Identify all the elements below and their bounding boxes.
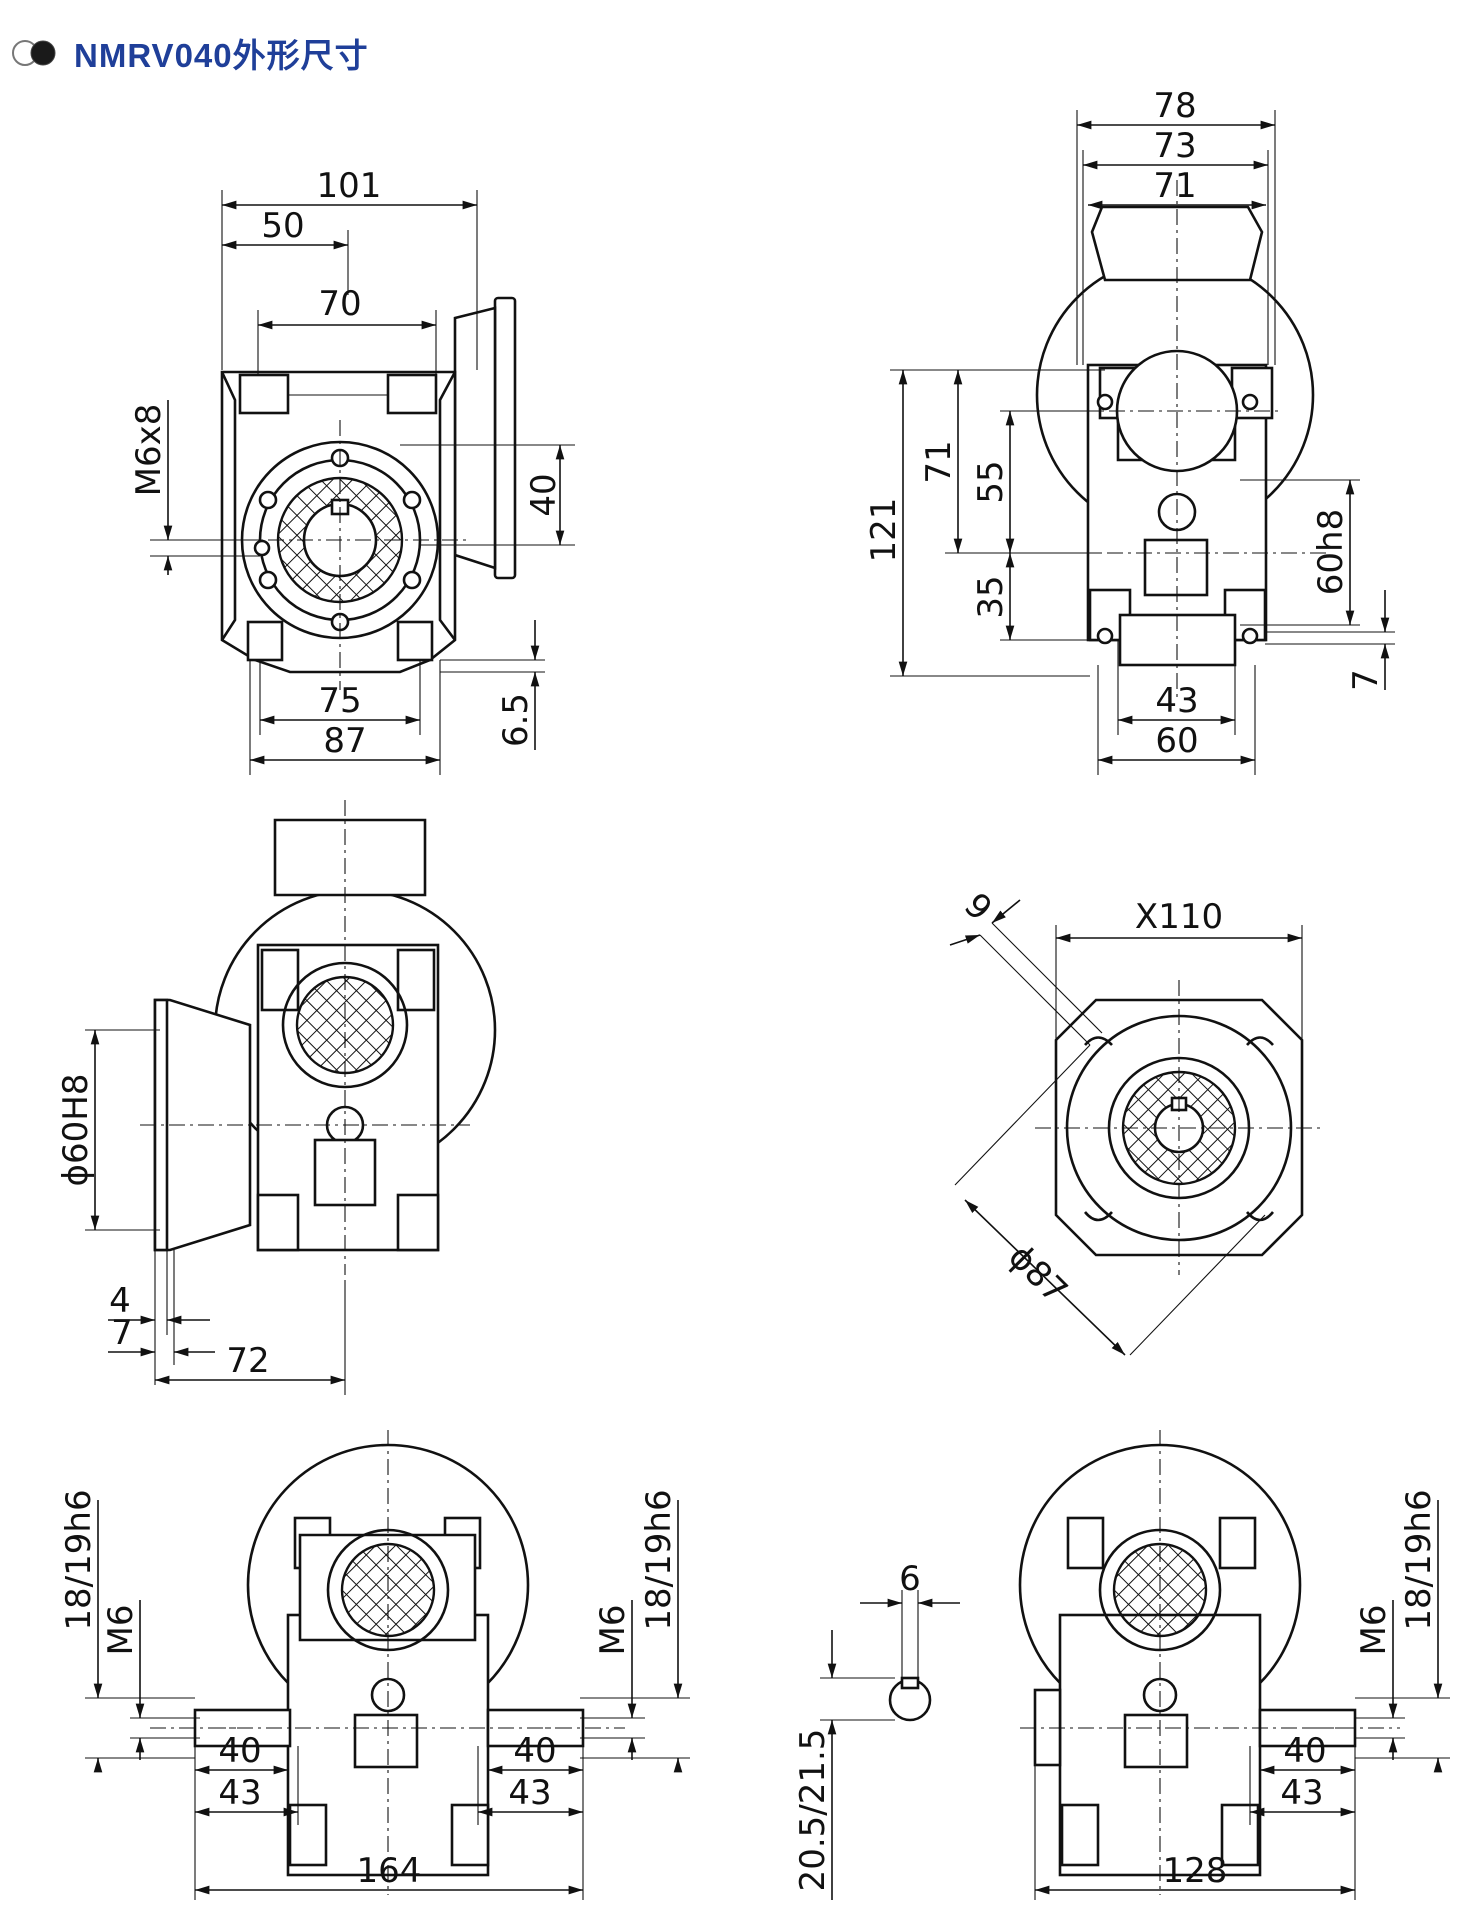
dim-50: 50 [261, 206, 304, 246]
page-title: NMRV040外形尺寸 [74, 37, 369, 74]
dim-55: 55 [971, 460, 1011, 503]
dim-m6-single: M6 [1354, 1605, 1394, 1656]
dim-75: 75 [318, 681, 361, 721]
dim-71-width: 71 [1153, 166, 1196, 206]
dim-43-single: 43 [1280, 1773, 1323, 1813]
dim-43-left: 43 [218, 1773, 261, 1813]
page-header: NMRV040外形尺寸 [10, 28, 369, 78]
side-body [1020, 180, 1330, 700]
dim-6.5: 6.5 [496, 693, 536, 747]
dim-72: 72 [226, 1341, 269, 1381]
dim-18-19h6-right: 18/19h6 [639, 1489, 679, 1630]
dim-35: 35 [971, 575, 1011, 618]
dim-18-19h6-left: 18/19h6 [59, 1489, 99, 1630]
dim-164: 164 [357, 1851, 422, 1891]
single-shaft-body [1018, 1430, 1400, 1895]
dim-60-side: 60 [1155, 721, 1198, 761]
dim-7-flange: 7 [111, 1313, 133, 1353]
dim-18-19h6-single: 18/19h6 [1399, 1489, 1439, 1630]
flange-face-view: X110 9 ϕ87 [949, 885, 1325, 1356]
dim-40: 40 [524, 473, 564, 516]
double-circle-icon [12, 40, 56, 66]
side-view: 78 73 71 121 71 55 35 60h8 7 43 [864, 86, 1395, 775]
dim-128: 128 [1163, 1851, 1228, 1891]
dim-71-height: 71 [919, 440, 959, 483]
key-detail-view: 6 20.5/21.5 [793, 1559, 960, 1900]
dim-phi60H8: ϕ60H8 [56, 1074, 96, 1187]
dim-60h8: 60h8 [1311, 509, 1351, 595]
dim-78: 78 [1153, 86, 1196, 126]
dim-40-single: 40 [1283, 1731, 1326, 1771]
dim-m6-left: M6 [101, 1605, 141, 1656]
double-shaft-body [150, 1430, 625, 1895]
dim-m6-right: M6 [593, 1605, 633, 1656]
flange-side-view: ϕ60H8 4 7 72 [56, 800, 497, 1395]
flange-side-body [140, 800, 497, 1275]
dim-20.5-21.5: 20.5/21.5 [793, 1729, 833, 1892]
dim-70: 70 [318, 284, 361, 324]
dim-m6x8: M6x8 [129, 404, 169, 497]
dim-40-right: 40 [513, 1731, 556, 1771]
dim-87: 87 [323, 721, 366, 761]
dim-7-side: 7 [1346, 669, 1386, 691]
dim-4: 4 [109, 1281, 131, 1321]
dim-43-right: 43 [508, 1773, 551, 1813]
flange-face-body [1035, 980, 1325, 1275]
front-view: 101 50 70 40 M6x8 75 87 6.5 [129, 166, 575, 775]
single-shaft-view: 18/19h6 M6 40 43 128 [1018, 1430, 1450, 1900]
dim-40-left: 40 [218, 1731, 261, 1771]
dim-x110: X110 [1135, 897, 1223, 937]
dim-6: 6 [899, 1559, 921, 1599]
dim-121: 121 [864, 498, 904, 563]
double-shaft-view: 18/19h6 M6 18/19h6 M6 40 43 40 43 164 [59, 1430, 690, 1900]
front-body [210, 296, 517, 690]
dim-73: 73 [1153, 126, 1196, 166]
dim-phi87: ϕ87 [1000, 1237, 1075, 1312]
dim-101: 101 [317, 166, 382, 206]
dim-43-side: 43 [1155, 681, 1198, 721]
